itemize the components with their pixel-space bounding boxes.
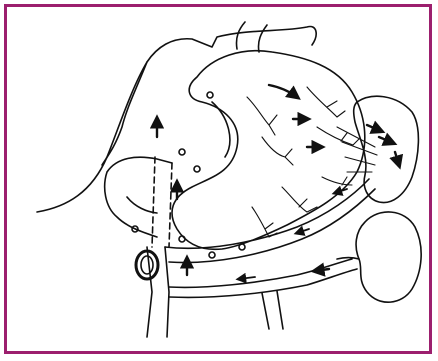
portal-trunk-right (165, 247, 169, 337)
node-circle (179, 236, 185, 242)
splenic-vein-upper (165, 179, 369, 248)
kidney-outline (356, 212, 421, 302)
mesenteric-vein-lower (169, 269, 357, 297)
esophagus (236, 22, 267, 52)
arrow-icon (239, 277, 255, 279)
node-circle (239, 244, 245, 250)
arrow-icon (269, 85, 297, 97)
figure-frame (4, 4, 432, 354)
arrow-icon (335, 189, 347, 193)
arrow-icon (395, 152, 399, 165)
node-circle (209, 252, 215, 258)
duodenum-outline (105, 157, 172, 237)
portal-trunk-left (147, 247, 152, 337)
vessel-ring-inner (141, 256, 153, 274)
arrow-icon (367, 125, 381, 131)
arrow-icon (297, 229, 309, 233)
splenic-vein-lower (169, 189, 375, 263)
stomach-outline (172, 51, 365, 250)
node-circle (194, 166, 200, 172)
short-gastric-vessels (337, 127, 377, 172)
node-circle (179, 149, 185, 155)
arrow-icon (379, 137, 393, 143)
node-circle (207, 92, 213, 98)
anatomy-illustration (7, 7, 429, 351)
gastric-branches (247, 87, 359, 237)
mesenteric-vein-upper (169, 259, 352, 287)
left-gastric-vein (152, 157, 172, 247)
mesenteric-branch (262, 291, 283, 329)
renal-hilum (337, 258, 359, 260)
